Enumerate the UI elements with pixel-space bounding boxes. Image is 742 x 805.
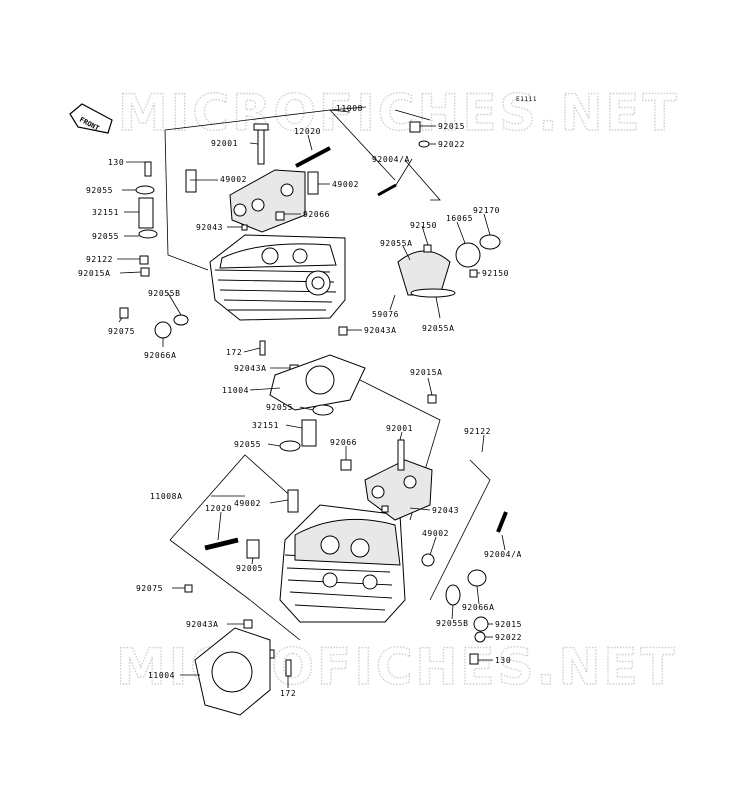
part-label: 92043A [364, 326, 397, 335]
part-label: 92055 [234, 440, 261, 449]
front-head-assembly [169, 379, 508, 716]
part-label: 172 [226, 348, 242, 357]
part-label: 92015 [495, 620, 522, 629]
part-label: 11004 [148, 671, 175, 680]
leader-lines [117, 106, 506, 688]
part-label: 92015A [410, 368, 443, 377]
part-label: 92055 [86, 186, 113, 195]
part-label: 92150 [482, 269, 509, 278]
part-label: 16065 [446, 214, 473, 223]
part-label: 92001 [211, 139, 238, 148]
part-label: 32151 [92, 208, 119, 217]
part-label: 92075 [136, 584, 163, 593]
part-label: 12020 [205, 504, 232, 513]
part-label: 172 [280, 689, 296, 698]
figure-id: E1111 [516, 96, 537, 103]
part-label: 92043 [432, 506, 459, 515]
part-label: 92055B [148, 289, 181, 298]
cylinder-head-front [279, 504, 406, 623]
part-label: 92066 [330, 438, 357, 447]
part-label: 92055 [92, 232, 119, 241]
part-label: 92066A [462, 603, 495, 612]
part-label: 92004/A [372, 155, 410, 164]
part-label: 92043A [234, 364, 267, 373]
part-label: 92122 [86, 255, 113, 264]
rocker-holder-rear [229, 169, 306, 233]
part-label: 92004/A [484, 550, 522, 559]
part-label: 130 [495, 656, 511, 665]
part-label: 11008 [336, 104, 363, 113]
head-gasket-front [194, 627, 271, 716]
part-label: 92150 [410, 221, 437, 230]
part-label: 11008A [150, 492, 183, 501]
part-label: 92015A [78, 269, 111, 278]
part-label: 130 [108, 158, 124, 167]
part-label: 49002 [422, 529, 449, 538]
front-arrow-icon: FRONT [69, 103, 113, 134]
head-gasket-rear [269, 354, 366, 411]
part-label: 92043A [186, 620, 219, 629]
part-label: 92043 [196, 223, 223, 232]
part-label: 92022 [438, 140, 465, 149]
part-label: 11004 [222, 386, 249, 395]
part-label: 32151 [252, 421, 279, 430]
part-label: 92122 [464, 427, 491, 436]
rocker-holder-front [364, 459, 433, 521]
part-label: 92005 [236, 564, 263, 573]
cylinder-head-rear [209, 234, 346, 321]
part-label: 92066 [303, 210, 330, 219]
part-label: 92066A [144, 351, 177, 360]
part-label: 92055B [436, 619, 469, 628]
watermark-top: MICROFICHES.NET [118, 84, 680, 142]
part-label: 92055A [422, 324, 455, 333]
rear-head-assembly [119, 109, 501, 411]
part-label: 92170 [473, 206, 500, 215]
part-label: 12020 [294, 127, 321, 136]
part-label: 49002 [234, 499, 261, 508]
part-label: 59076 [372, 310, 399, 319]
part-label: 49002 [332, 180, 359, 189]
part-label: 92015 [438, 122, 465, 131]
part-label: 92075 [108, 327, 135, 336]
part-label: 92055A [380, 239, 413, 248]
part-label: 92055 [266, 403, 293, 412]
part-label: 49002 [220, 175, 247, 184]
part-label: 92001 [386, 424, 413, 433]
part-labels: 11008 92015 12020 92001 92022 130 49002 … [78, 104, 522, 698]
part-label: 92022 [495, 633, 522, 642]
